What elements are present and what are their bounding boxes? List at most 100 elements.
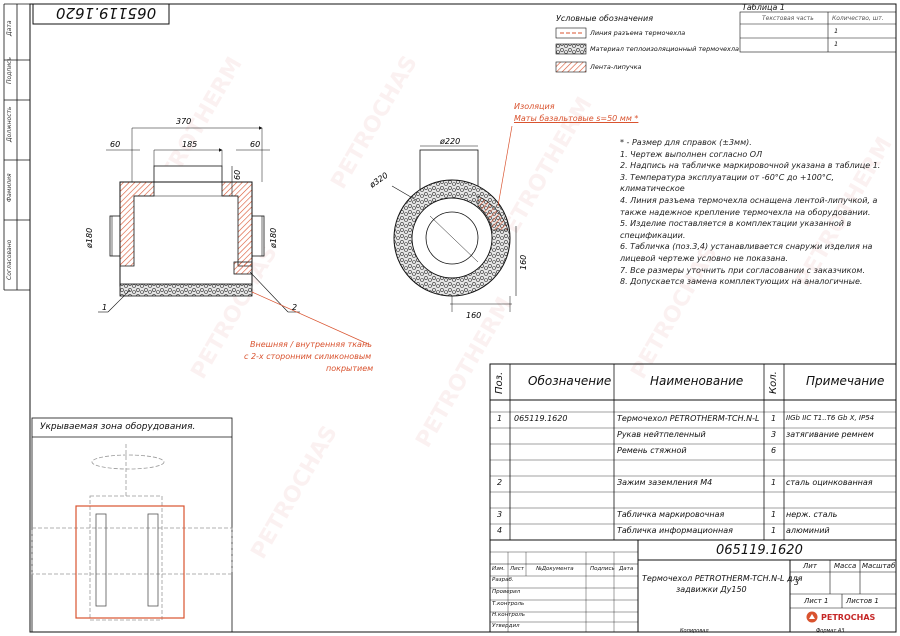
spec-cell-qty: 1 (771, 510, 777, 519)
side-label-signature: Подпись (6, 57, 13, 84)
leader-2: 2 (292, 303, 297, 312)
side-label-date: Дата (6, 20, 13, 36)
covered-zone-outline (75, 505, 185, 619)
col-head-list: Лист (510, 566, 524, 572)
front-dim-60-vert: 60 (233, 170, 242, 180)
spec-cell-name: Ремень стяжной (617, 446, 687, 455)
footer-copied: Копировал (680, 628, 709, 634)
spec-cell-note: затягивание ремнем (786, 430, 874, 439)
company-logo-icon (806, 611, 818, 623)
title-sheet: Лист 1 (804, 597, 829, 605)
spec-cell-pos: 1 (497, 414, 503, 423)
spec-table-grid (489, 363, 897, 633)
spec-header-name: Наименование (650, 374, 744, 388)
fabric-callout-2: с 2-х сторонним силиконовым (244, 352, 372, 361)
spec-cell-name: Термочехол PETROTHERM-TCH.N-L (617, 414, 760, 423)
spec-cell-designation: 065119.1620 (514, 414, 568, 423)
spec-cell-note: IIGb IIC T1..T6 Gb X, IP54 (786, 414, 875, 422)
role-developed: Разраб. (492, 577, 514, 583)
spec-cell-qty: 6 (771, 446, 777, 455)
spec-cell-qty: 1 (771, 414, 777, 423)
spec-cell-note: сталь оцинкованная (786, 478, 873, 487)
spec-header-designation: Обозначение (528, 374, 612, 388)
col-head-izm: Изм. (492, 566, 505, 572)
front-view (98, 126, 369, 345)
side-dim-320: ø320 (367, 171, 390, 191)
spec-cell-name: Зажим заземления М4 (617, 478, 713, 487)
footer-format: Формат А3 (816, 628, 845, 634)
title-doc-number: 065119.1620 (716, 543, 803, 558)
title-sheets: Листов 1 (846, 597, 879, 605)
spec-header-qty: Кол. (768, 371, 779, 394)
note-4: 4. Линия разъема термочехла оснащена лен… (620, 195, 878, 217)
title-mass-head: Масса (834, 562, 857, 570)
legend-item-insulation: Материал теплоизоляционный термочехла (590, 45, 739, 53)
front-dim-60-right: 60 (250, 140, 260, 149)
title-line-1: Термочехол PETROTHERM-TCH.N-L для (642, 574, 803, 583)
title-lit-head: Лит (803, 562, 817, 570)
note-3: 3. Температура эксплуатации от -60°С до … (620, 172, 834, 194)
note-1: 1. Чертеж выполнен согласно ОЛ (620, 149, 763, 159)
spec-cell-name: Рукав нейтпеленный (617, 430, 706, 439)
note-6: 6. Табличка (поз.3,4) устанавливается сн… (620, 242, 873, 263)
spec-header-pos: Поз. (494, 371, 505, 394)
fabric-callout-3: покрытием (326, 364, 374, 373)
fabric-callout-1: Внешняя / внутренняя ткань (250, 340, 372, 349)
note-2: 2. Надпись на табличке маркировочной ука… (620, 161, 881, 171)
legend-item-split-line: Линия разъема термочехла (590, 29, 686, 37)
front-dim-60-left: 60 (110, 140, 120, 149)
table1-header-qty: Количество, шт. (832, 15, 884, 22)
spec-cell-qty: 1 (771, 478, 777, 487)
leader-1: 1 (102, 303, 107, 312)
spec-cell-pos: 3 (497, 510, 503, 519)
note-8: 8. Допускается замена комплектующих на а… (620, 277, 863, 287)
legend-title: Условные обозначения (556, 14, 654, 23)
side-label-agreed: Согласовано (6, 239, 13, 280)
spec-cell-qty: 3 (771, 430, 777, 439)
spec-cell-pos: 2 (497, 478, 503, 487)
stamp-box (32, 3, 170, 25)
note-star: * - Размер для справок (±3мм). (620, 138, 752, 147)
side-view (391, 125, 517, 312)
company-name: PETROCHAS (821, 612, 876, 622)
side-dim-160-vert: 160 (519, 255, 528, 270)
title-line-2: задвижки Ду150 (676, 585, 747, 594)
side-dim-220: ø220 (439, 137, 460, 146)
side-dim-160-horiz: 160 (466, 311, 481, 320)
table1-row2-qty: 1 (834, 40, 839, 48)
title-scale-head: Масштаб (862, 562, 896, 570)
side-label-surname: Фамилия (6, 173, 13, 202)
spec-cell-note: нерж. сталь (786, 510, 838, 519)
table1-row1-qty: 1 (834, 27, 839, 35)
table1-title: Таблица 1 (742, 3, 786, 12)
spec-cell-note: алюминий (786, 526, 830, 535)
spec-header-note: Примечание (806, 374, 885, 388)
hidden-zone-title: Укрываемая зона оборудования. (40, 422, 196, 432)
spec-cell-name: Табличка маркировочная (617, 510, 725, 519)
table1-header-text: Текстовая часть (762, 15, 814, 22)
front-dim-185: 185 (182, 140, 197, 149)
spec-cell-name: Табличка информационная (617, 526, 733, 535)
role-approved: Утвердил (492, 623, 520, 629)
front-dim-dia-right: ø180 (269, 228, 278, 249)
legend-symbols (555, 27, 587, 73)
col-head-sign: Подпись (590, 566, 615, 572)
front-dim-dia-left: ø180 (85, 228, 94, 249)
insulation-callout-1: Изоляция (514, 102, 555, 111)
note-5: 5. Изделие поставляется в комплектации у… (620, 219, 852, 240)
notes-block: * - Размер для справок (±3мм). 1. Чертеж… (620, 137, 890, 288)
front-dim-370: 370 (176, 117, 191, 126)
side-label-position: Должность (6, 106, 13, 142)
table1-grid (739, 11, 897, 53)
sheet-frame (29, 3, 897, 633)
role-ncontrol: Н.контроль (492, 612, 525, 618)
col-head-date: Дата (619, 566, 634, 572)
spec-cell-qty: 1 (771, 526, 777, 535)
role-tcontrol: Т.контроль (492, 601, 525, 607)
legend-item-velcro: Лента-липучка (590, 63, 642, 71)
title-lit-value: 3 (794, 578, 800, 587)
note-7: 7. Все размеры уточнить при согласовании… (620, 265, 865, 275)
stamp-number: 065119.1620 (56, 4, 157, 22)
col-head-doc: №Документа (536, 566, 574, 572)
